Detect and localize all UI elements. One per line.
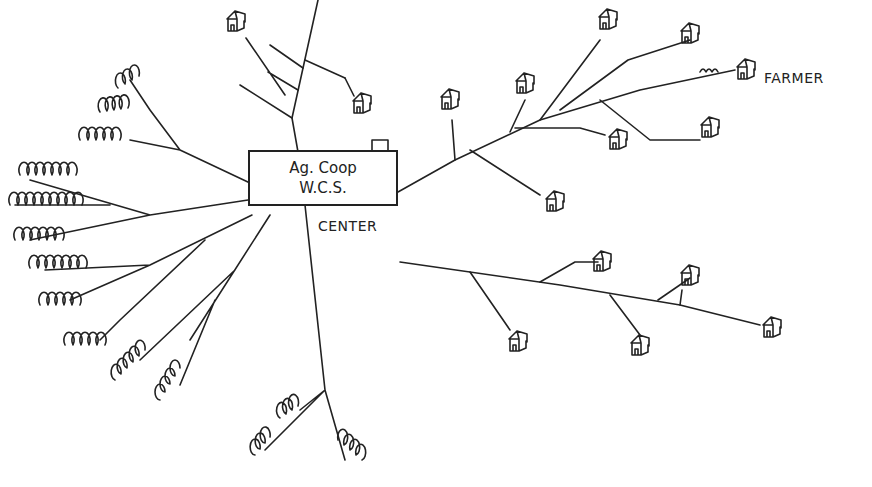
field-scribble — [39, 292, 81, 305]
house-icon — [509, 331, 527, 351]
house-icon — [681, 265, 699, 285]
road-line — [400, 262, 760, 325]
field-scribble — [115, 65, 139, 88]
field-scribble — [64, 332, 106, 345]
right-branch — [398, 9, 755, 211]
field-scribble — [14, 227, 64, 240]
field-scribble — [250, 427, 270, 455]
road-line — [470, 262, 690, 335]
road-line — [345, 78, 354, 96]
house-icon — [681, 23, 699, 43]
top-branch — [227, 0, 371, 152]
road-line — [140, 215, 270, 385]
field-scribble — [9, 192, 83, 205]
house-icon — [599, 9, 617, 29]
field-scribble — [29, 255, 87, 268]
field-branch — [9, 65, 366, 460]
house-icon — [763, 317, 781, 337]
field-scribble — [155, 360, 180, 400]
road-line — [398, 70, 735, 192]
house-icon — [546, 191, 564, 211]
box-text: W.C.S. — [299, 178, 346, 198]
road-line — [130, 80, 250, 183]
field-scribble — [338, 429, 366, 460]
road-line — [700, 69, 718, 72]
right-branch — [400, 251, 781, 355]
box-text: Ag. Coop — [289, 158, 357, 178]
road-line — [265, 205, 345, 460]
house-icon — [441, 89, 459, 109]
house-icon — [593, 251, 611, 271]
house-icon — [701, 117, 719, 137]
field-scribble — [277, 394, 299, 418]
house-icon — [737, 59, 755, 79]
road-line — [240, 38, 345, 118]
house-icon — [353, 93, 371, 113]
road-line — [45, 215, 252, 340]
center-box: Ag. CoopW.C.S. — [248, 150, 398, 206]
house-icon — [631, 335, 649, 355]
house-icon — [609, 129, 627, 149]
road-line — [15, 180, 248, 240]
field-scribble — [19, 162, 77, 175]
field-scribble — [98, 95, 129, 112]
field-scribble — [79, 127, 121, 140]
house-icon — [516, 73, 534, 93]
text-label: FARMER — [764, 70, 824, 86]
text-label: CENTER — [318, 218, 377, 234]
road-line — [292, 0, 318, 152]
house-icon — [227, 11, 245, 31]
road-line — [452, 40, 700, 195]
